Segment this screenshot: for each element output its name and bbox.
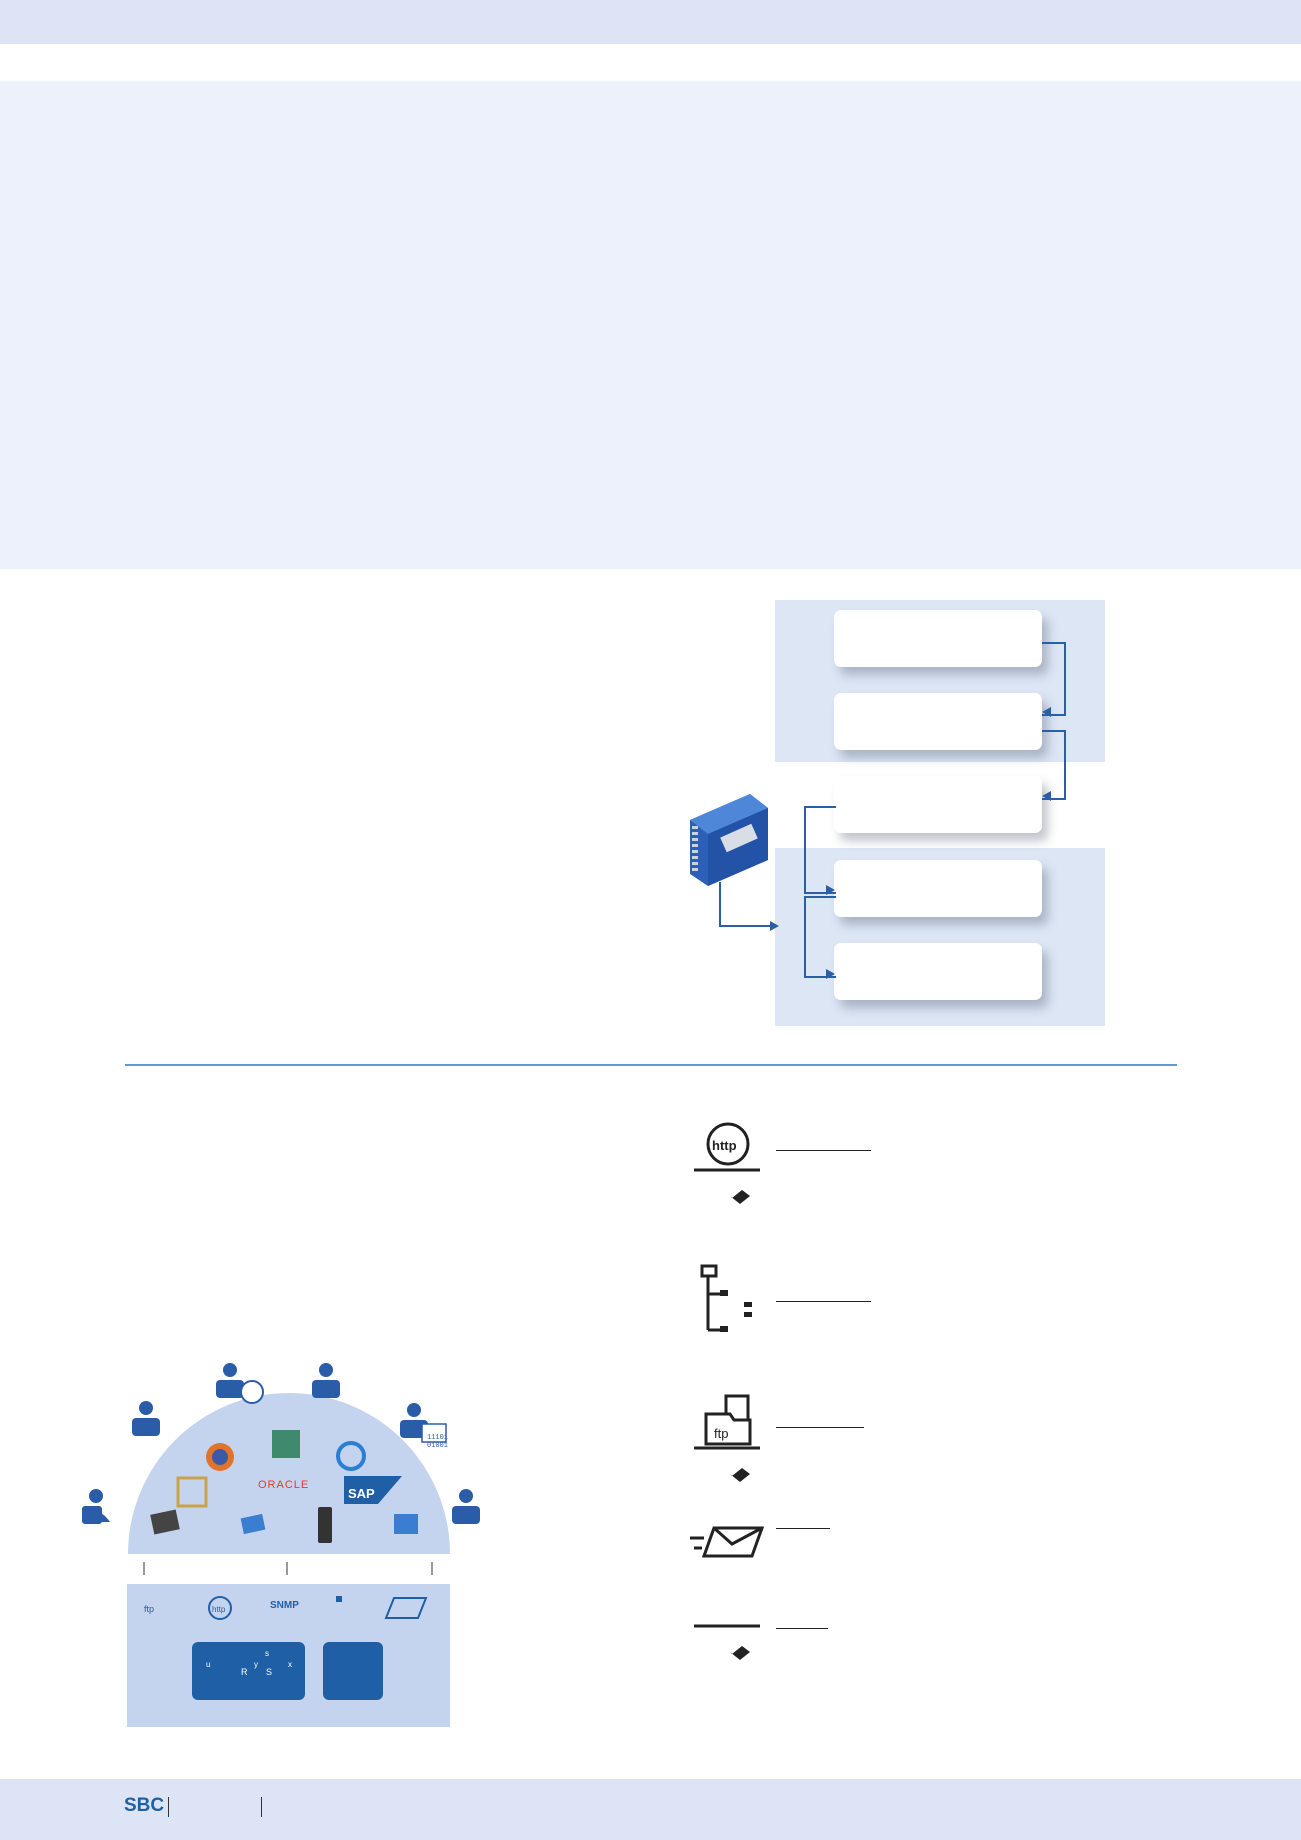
browser-icon	[336, 1441, 366, 1471]
connector-4-5	[804, 896, 836, 978]
connector-1-2	[1042, 642, 1066, 716]
section-divider	[125, 1064, 1177, 1066]
tablet-icon	[150, 1509, 180, 1535]
arrow-1-2	[1042, 707, 1051, 717]
loop-s: S	[266, 1667, 272, 1677]
image-viewer-icon	[176, 1476, 208, 1508]
server-hand-rule	[776, 1628, 828, 1629]
sap-label: SAP	[348, 1486, 375, 1501]
architecture-diagram	[680, 590, 1120, 1030]
loop-x: x	[288, 1660, 292, 1669]
flowchart-block	[323, 1642, 383, 1700]
ftp-mini-label: ftp	[144, 1604, 154, 1614]
arrow-4-5	[826, 969, 835, 979]
user-icon	[82, 1489, 110, 1524]
footer-separator	[261, 1797, 262, 1817]
user-icon	[400, 1403, 447, 1443]
spreadsheet-icon	[272, 1430, 300, 1458]
email-mini-icon	[384, 1597, 428, 1619]
loop-y: y	[254, 1660, 258, 1669]
snmp-label: SNMP	[270, 1600, 299, 1611]
email-rule	[776, 1528, 830, 1529]
connector-3-4	[804, 806, 836, 894]
device-connector	[719, 882, 779, 931]
top-band	[0, 0, 1301, 44]
laptop-icon	[240, 1513, 266, 1535]
svg-text:http: http	[712, 1138, 737, 1153]
integration-dome-graphic: 11101 01001 ORACLE SAP ftp http SNMP u R…	[82, 1352, 512, 1732]
footer-separator	[168, 1797, 169, 1817]
sap-logo	[344, 1476, 402, 1504]
http-server-icon: http	[694, 1122, 760, 1204]
binary-text: 01001	[427, 1442, 448, 1450]
user-icon	[132, 1401, 160, 1436]
loop-s-top: s	[265, 1649, 269, 1658]
diagram-box-1	[834, 610, 1042, 667]
email-icon	[690, 1526, 765, 1558]
arrow-2-3	[1042, 791, 1051, 801]
user-icon	[452, 1489, 480, 1524]
controller-device-image	[690, 794, 768, 886]
svg-text:ftp: ftp	[714, 1426, 728, 1441]
http-mini-label: http	[212, 1605, 226, 1614]
connector-2-3	[1042, 730, 1066, 800]
footer-band	[0, 1779, 1301, 1840]
file-system-rule	[776, 1301, 871, 1302]
footer-brand: SBC	[124, 1795, 165, 1816]
diagram-box-4	[834, 860, 1042, 917]
http-mini-icon	[208, 1596, 232, 1620]
diagram-box-3	[834, 776, 1042, 833]
loop-u: u	[206, 1660, 210, 1669]
phone-icon	[318, 1507, 332, 1543]
diagram-box-2	[834, 693, 1042, 750]
tree-mini-icon	[336, 1596, 342, 1602]
ftp-server-icon: ftp	[694, 1394, 760, 1482]
http-rule	[776, 1150, 871, 1151]
diagram-box-5	[834, 943, 1042, 1000]
monitor-icon	[394, 1514, 418, 1534]
binary-text: 11101	[427, 1434, 448, 1442]
ftp-rule	[776, 1427, 864, 1428]
loop-r: R	[241, 1667, 248, 1677]
user-icon	[216, 1363, 264, 1404]
arrow-3-4	[826, 885, 835, 895]
file-system-icon	[700, 1264, 752, 1332]
user-icon	[312, 1363, 340, 1398]
control-loop-block	[192, 1642, 305, 1700]
intro-panel	[0, 81, 1301, 569]
server-hand-icon	[694, 1624, 760, 1660]
oracle-logo: ORACLE	[258, 1479, 309, 1491]
